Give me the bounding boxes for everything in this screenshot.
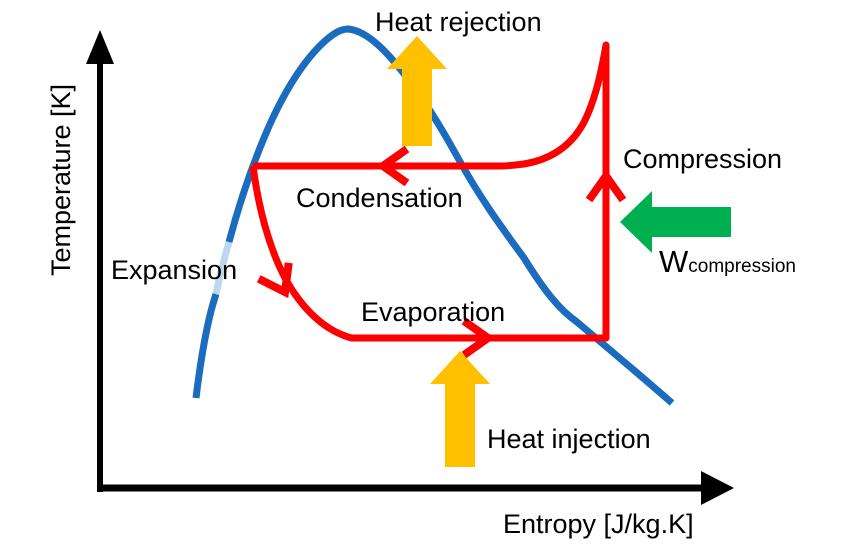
- evaporation-direction-arrowhead-icon: [461, 317, 495, 359]
- work-subscript: compression: [688, 256, 796, 277]
- saturation-dome-curve: [225, 25, 675, 406]
- expansion-direction-arrowhead-icon: [256, 262, 293, 299]
- refrigeration-cycle-path: [249, 41, 610, 342]
- entropy-axis-arrowhead-icon: [701, 471, 734, 505]
- temperature-axis-arrowhead-icon: [86, 30, 114, 64]
- compression-work-label: Wcompression: [659, 244, 796, 279]
- compression-work-arrow-icon: [620, 191, 731, 253]
- y-axis-label: Temperature [K]: [46, 83, 77, 277]
- saturation-dome-light-segment: [212, 241, 233, 295]
- heat-rejection-label: Heat rejection: [375, 7, 542, 37]
- expansion-label: Expansion: [111, 255, 238, 285]
- heat-injection-arrow-icon: [430, 351, 490, 467]
- condensation-direction-arrowhead-icon: [376, 145, 410, 187]
- work-symbol: W: [659, 244, 689, 279]
- heat-injection-label: Heat injection: [487, 424, 651, 454]
- compression-label: Compression: [623, 144, 783, 174]
- x-axis-label: Entropy [J/kg.K]: [503, 509, 694, 539]
- saturation-dome-lower-left-segment: [192, 292, 220, 399]
- heat-rejection-arrow-icon: [387, 36, 447, 146]
- evaporation-label: Evaporation: [361, 297, 506, 327]
- condensation-label: Condensation: [296, 183, 463, 213]
- compression-direction-arrowhead-icon: [585, 169, 627, 203]
